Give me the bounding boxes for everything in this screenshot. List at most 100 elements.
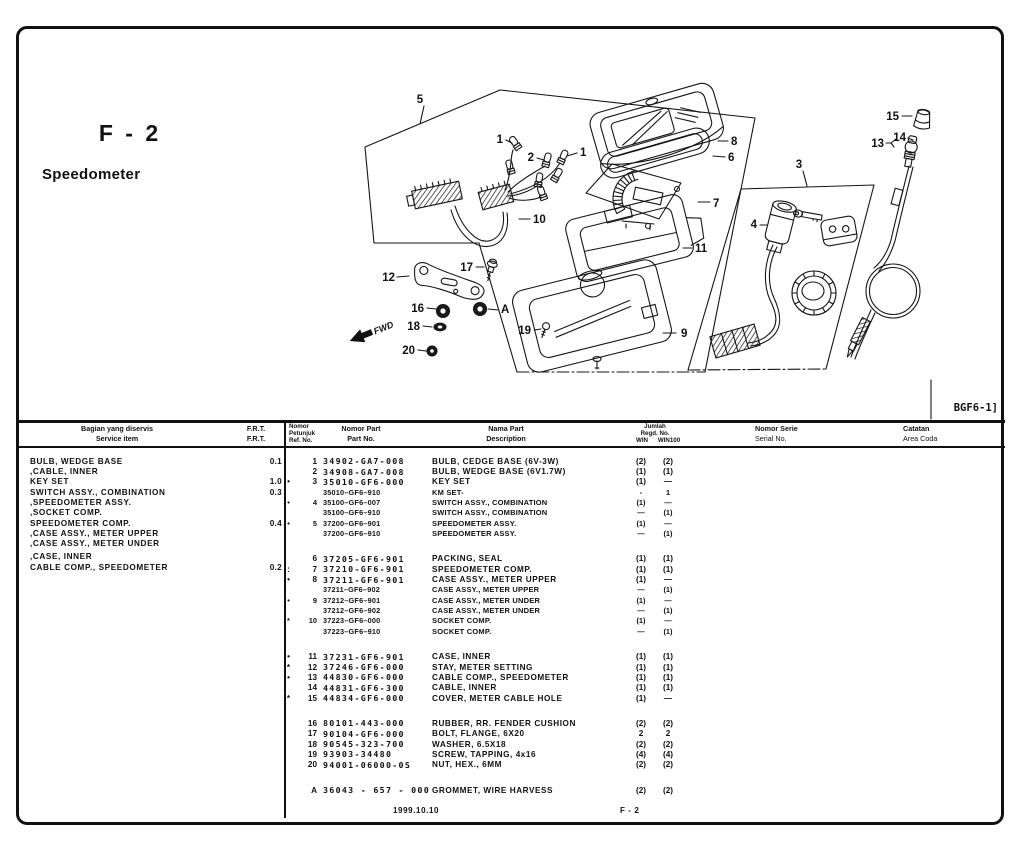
part-qty-win: (1) [635,477,646,487]
header-note-l1: Catatan [903,424,930,433]
stay-bracket [414,262,485,300]
part-qty-win: (1) [635,672,646,682]
inner-case [565,194,705,283]
fwd-label: FWD [372,319,395,336]
part-row: 6 37205-GF6-901 PACKING, SEAL (1) (1) [284,554,1005,564]
part-qty-win: (1) [636,498,646,508]
switch-wire [748,244,781,347]
callout-1b: 1 [580,147,587,159]
part-qty-win100: — [664,498,672,508]
part-description: CABLE, INNER [432,683,497,693]
part-qty-win100: (1) [663,626,673,636]
part-number: 37231-GF6-901 [323,651,405,662]
screw-17 [486,258,498,282]
part-description: SWITCH ASSY., COMBINATION [432,498,548,508]
part-row: A 36043 - 657 - 000 GROMMET, WIRE HARVES… [284,785,1005,795]
part-row: 37211–GF6–902 CASE ASSY., METER UPPER — … [284,585,1005,595]
part-description: CASE ASSY., METER UPPER [432,585,540,595]
callout-2: 2 [528,152,534,164]
part-row: • 5 37200–GF6–901 SPEEDOMETER ASSY. (1) … [284,518,1005,528]
header-desc-l1: Nama Part [488,424,524,433]
part-description: CASE, INNER [432,652,491,662]
part-description: SPEEDOMETER COMP. [432,564,533,574]
part-number: 37200–GF6–910 [323,529,381,539]
part-qty-win100: — [664,616,672,626]
part-number: 35100–GF6–007 [323,498,381,508]
part-qty-win100: (2) [662,785,673,795]
part-number: 90104-GF6-000 [323,728,405,739]
header-ref-l3: Ref. No. [289,436,313,444]
wire-harness [406,149,561,247]
callout-7: 7 [713,198,719,210]
part-marker: * [287,616,290,626]
part-ref-no: 11 [308,652,317,662]
callout-a: A [501,304,509,316]
service-frt: 1.0 [269,477,282,487]
part-description: BOLT, FLANGE, 6X20 [432,729,525,739]
part-ref-no: 10 [308,616,317,626]
part-qty-win100: (1) [663,585,673,595]
service-row: ,CASE, INNER [28,552,284,562]
callout-19: 19 [518,325,531,337]
service-row: ,SPEEDOMETER ASSY. [28,497,284,507]
part-number: 37210-GF6-901 [323,564,405,575]
service-frt: 0.2 [269,562,282,572]
part-description: WASHER, 6.5X18 [432,739,507,749]
part-row: • 8 37211-GF6-901 CASE ASSY., METER UPPE… [284,574,1005,585]
part-qty-win100: — [663,693,673,703]
callout-4: 4 [751,219,758,231]
part-qty-win: (4) [635,749,646,759]
part-qty-win: (1) [635,662,646,672]
part-description: GROMMET, WIRE HARVESS [432,785,554,795]
part-description: CABLE COMP., SPEEDOMETER [432,672,569,682]
dial-plate [585,163,682,231]
part-number: 90545-323-700 [323,739,405,750]
fuel-cap [791,270,837,316]
under-case [512,259,672,373]
parts-list: 1 34902-GA7-008 BULB, CEDGE BASE (6V-3W)… [284,456,1005,795]
callout-6: 6 [728,152,734,164]
part-qty-win: — [637,585,645,595]
part-ref-no: 17 [307,729,317,739]
part-ref-no: 5 [312,518,317,528]
header-frt-l2: F.R.T. [246,434,266,443]
part-row: 14 44831-GF6-300 CABLE, INNER (1) (1) [284,683,1005,693]
part-qty-win: (1) [635,564,646,574]
service-row: ,CASE ASSY., METER UPPER [28,528,284,538]
part-qty-win: (1) [635,693,646,703]
switch-connector [709,323,761,359]
under-case-screw [592,355,602,370]
part-qty-win: (1) [636,595,646,605]
part-ref-no: 15 [307,693,317,703]
part-number: 94001-06000-0S [323,759,412,770]
callout-10: 10 [533,214,546,226]
header-frt-l1: F.R.T. [246,424,266,433]
part-row: 16 80101-443-000 RUBBER, RR. FENDER CUSH… [284,718,1005,728]
part-row: 20 94001-06000-0S NUT, HEX., 6MM (2) (2) [284,760,1005,770]
service-frt: 0.4 [269,518,282,528]
part-qty-win: (2) [635,785,646,795]
service-row: ,CABLE, INNER [28,466,284,476]
header-qty-l2: Regd. No. [640,429,670,437]
part-marker: • [287,575,290,585]
callout-17: 17 [460,262,473,274]
callout-13: 13 [871,138,884,150]
header-qty-win100: WIN100 [657,436,681,444]
callout-15: 15 [886,111,899,123]
part-number: 34902-GA7-008 [323,456,405,467]
meter-upper-case [589,82,724,170]
service-row: ,SOCKET COMP. [28,508,284,518]
exploded-diagram: FWD [349,82,998,420]
part-number: 37211-GF6-901 [323,574,405,585]
part-qty-win100: (2) [662,718,673,728]
footer-page-code: F - 2 [620,806,640,815]
part-ref-no: 3 [312,477,317,487]
part-qty-win100: 2 [665,729,671,739]
page-title: Speedometer [42,166,141,183]
part-row: • 13 44830-GF6-000 CABLE COMP., SPEEDOME… [284,672,1005,682]
part-qty-win100: 1 [665,487,671,497]
part-number: 44831-GF6-300 [323,682,405,693]
part-qty-win: (2) [635,760,646,770]
table-top-rule [19,420,1005,423]
callout-1a: 1 [497,134,504,146]
